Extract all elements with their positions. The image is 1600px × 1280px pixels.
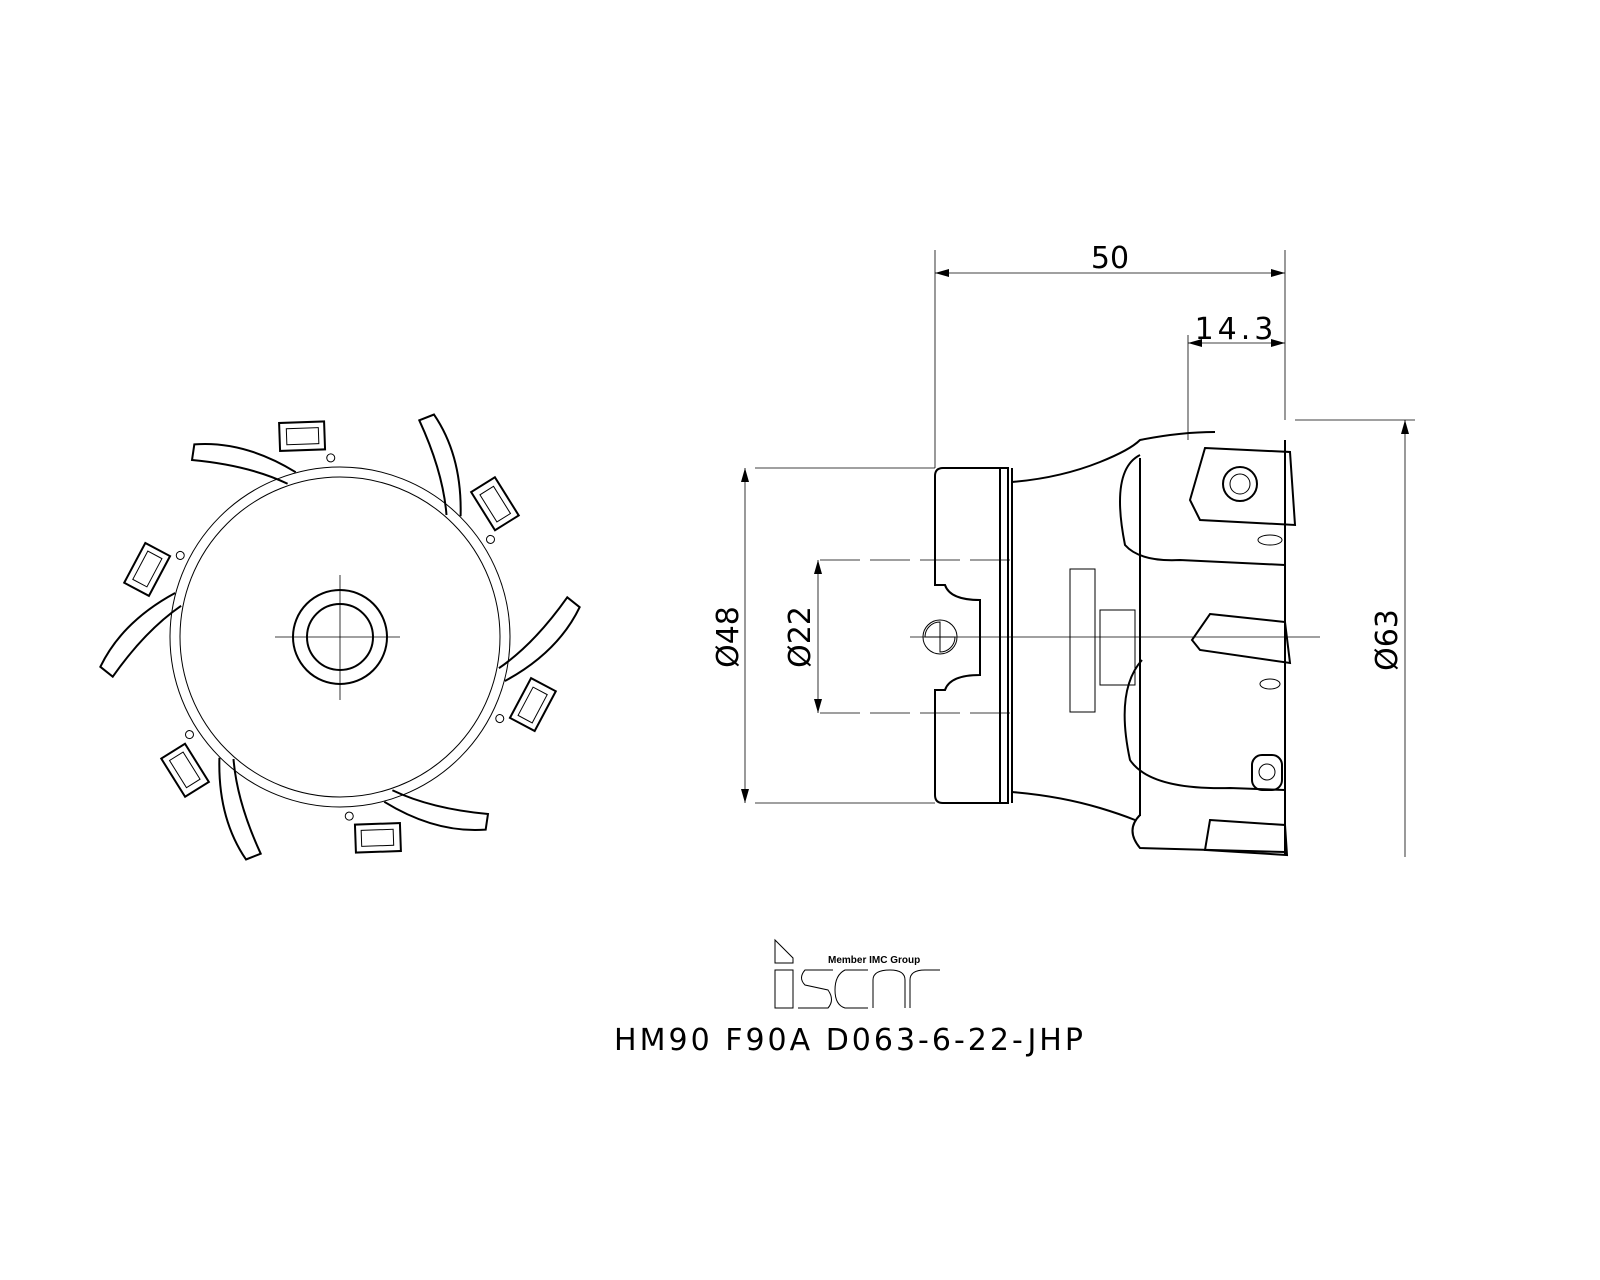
cutter-tooth xyxy=(417,413,521,544)
cutter-tooth xyxy=(344,789,490,854)
iscar-logo: Member IMC Group xyxy=(774,938,940,1009)
cutter-tooth xyxy=(99,541,185,679)
logo-tagline: Member IMC Group xyxy=(828,955,920,966)
dimension-insert-length: 14.3 xyxy=(1195,312,1278,347)
cutter-tooth xyxy=(159,730,263,861)
cutter-tooth xyxy=(190,420,336,485)
dimension-lines xyxy=(741,250,1415,857)
dimension-flange-diameter: Ø48 xyxy=(711,606,746,668)
cutter-tooth xyxy=(495,595,581,733)
dimension-bore-diameter: Ø22 xyxy=(783,606,818,668)
part-number-title: HM90 F90A D063-6-22-JHP xyxy=(614,1023,1086,1058)
front-view xyxy=(99,413,581,861)
side-view xyxy=(820,431,1320,857)
dimension-cutting-diameter: Ø63 xyxy=(1370,609,1405,671)
dimension-overall-length: 50 xyxy=(1091,241,1129,276)
